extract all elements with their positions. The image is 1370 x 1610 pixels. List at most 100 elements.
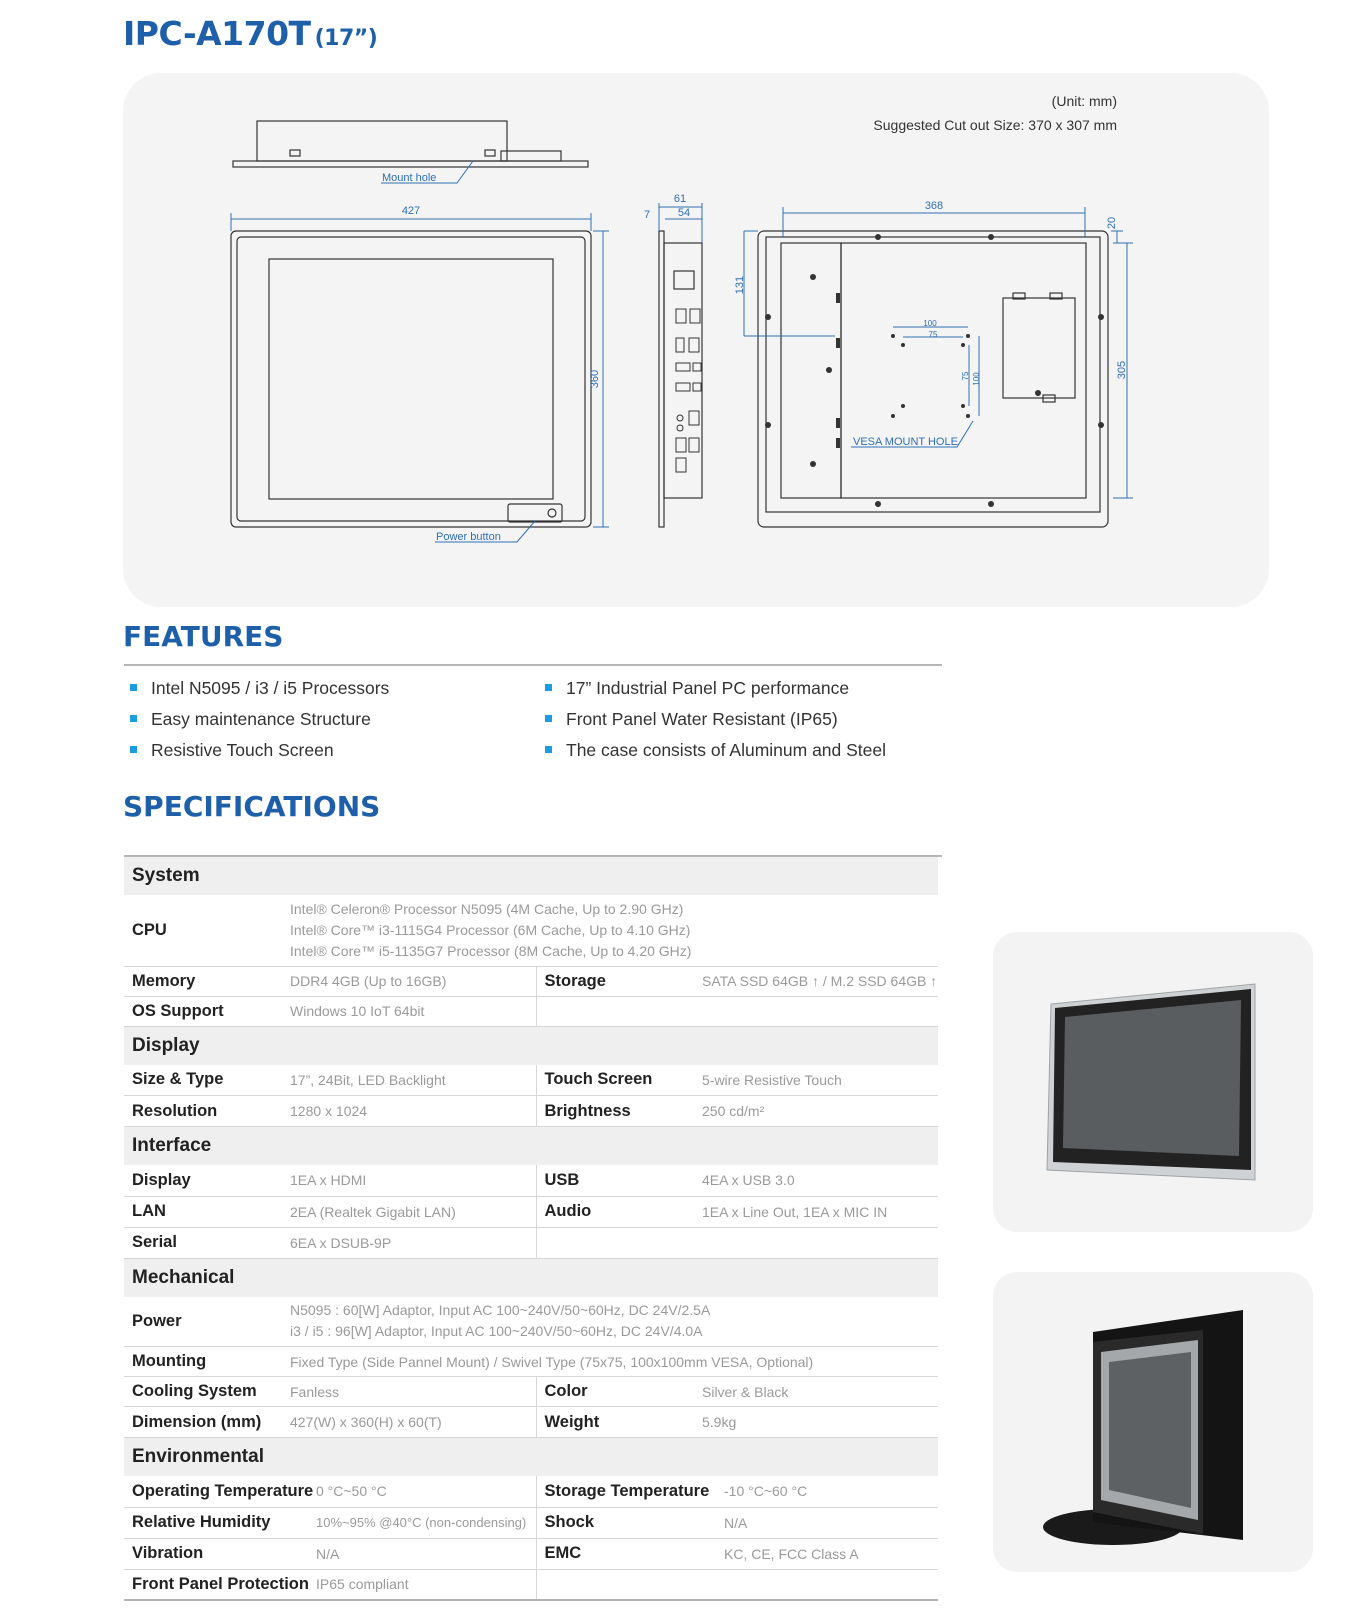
spec-value: Fixed Type (Side Pannel Mount) / Swivel … (282, 1346, 939, 1377)
spec-label: Vibration (124, 1538, 282, 1570)
model-name: IPC-A170T (123, 14, 311, 53)
dim-depth-total: 61 (674, 193, 686, 205)
features-heading: FEATURES (123, 620, 284, 653)
feature-item: Easy maintenance Structure (130, 709, 371, 730)
spec-label: Shock (536, 1507, 694, 1539)
model-size: (17”) (314, 26, 378, 51)
spec-category: Mechanical (124, 1258, 939, 1297)
spec-label: Weight (536, 1406, 694, 1438)
bullet-icon (545, 745, 552, 753)
spec-value: 10%~95% @40°C (non-condensing) (282, 1507, 537, 1539)
spec-label: Cooling System (124, 1376, 282, 1407)
spec-label: Mounting (124, 1346, 282, 1377)
spec-value: 0 °C~50 °C (282, 1476, 537, 1508)
dim-rear-width: 368 (925, 200, 943, 212)
bullet-icon (130, 745, 137, 753)
specs-rule (124, 855, 942, 857)
specifications-table: System CPU Intel® Celeron® Processor N50… (124, 857, 939, 1601)
unit-label: (Unit: mm) (1051, 93, 1117, 109)
bullet-icon (545, 683, 552, 691)
label-power-button: Power button (436, 531, 501, 543)
unit-note: (Unit: mm) Suggested Cut out Size: 370 x… (873, 89, 1117, 137)
spec-label: Brightness (536, 1095, 694, 1127)
dim-vesa-100h: 100 (923, 319, 937, 328)
product-photo-side (993, 1272, 1313, 1572)
spec-value: 6EA x DSUB-9P (282, 1227, 537, 1259)
spec-value: IP65 compliant (282, 1569, 537, 1601)
spec-value: 5.9kg (694, 1406, 939, 1438)
dim-vesa-100v: 100 (972, 372, 981, 386)
dim-vesa-75h: 75 (929, 330, 938, 339)
feature-item: Intel N5095 / i3 / i5 Processors (130, 678, 389, 699)
spec-value: 427(W) x 360(H) x 60(T) (282, 1406, 537, 1438)
spec-value: 1280 x 1024 (282, 1095, 537, 1127)
dimension-drawing: (Unit: mm) Suggested Cut out Size: 370 x… (123, 73, 1269, 607)
feature-item: 17” Industrial Panel PC performance (545, 678, 849, 699)
spec-label: Power (124, 1296, 282, 1347)
spec-label: Resolution (124, 1095, 282, 1127)
spec-value: N/A (282, 1538, 537, 1570)
spec-label: OS Support (124, 996, 282, 1027)
spec-label: Audio (536, 1196, 694, 1228)
technical-drawing-svg: 427 360 61 54 7 368 20 305 131 100 75 75… (230, 120, 1133, 543)
spec-label: USB (536, 1165, 694, 1197)
spec-label: LAN (124, 1196, 282, 1228)
product-photo-front (993, 932, 1313, 1232)
specifications-heading: SPECIFICATIONS (123, 790, 381, 823)
spec-value: 1EA x Line Out, 1EA x MIC IN (694, 1196, 939, 1228)
spec-value: Windows 10 IoT 64bit (282, 996, 537, 1027)
spec-label: Relative Humidity (124, 1507, 282, 1539)
page-title: IPC-A170T(17”) (123, 14, 378, 53)
dim-bezel: 7 (644, 209, 650, 221)
dim-width: 427 (402, 205, 420, 217)
spec-label: Storage (536, 966, 694, 997)
spec-category: Environmental (124, 1437, 939, 1476)
spec-label: Dimension (mm) (124, 1406, 282, 1438)
spec-label: Serial (124, 1227, 282, 1259)
dim-rear-top: 20 (1106, 217, 1118, 229)
bullet-icon (130, 683, 137, 691)
dim-vesa-75v: 75 (961, 371, 970, 380)
dim-rear-side: 131 (734, 276, 746, 294)
bullet-icon (545, 714, 552, 722)
dim-height: 360 (589, 370, 601, 388)
spec-value: N/A (694, 1507, 939, 1539)
spec-value-cpu: Intel® Celeron® Processor N5095 (4M Cach… (282, 895, 939, 967)
spec-value: 1EA x HDMI (282, 1165, 537, 1197)
spec-label: Memory (124, 966, 282, 997)
cutout-label: Suggested Cut out Size: 370 x 307 mm (873, 117, 1117, 133)
feature-item: The case consists of Aluminum and Steel (545, 740, 886, 761)
spec-label: Storage Temperature (536, 1476, 709, 1508)
dim-depth-body: 54 (678, 207, 690, 219)
label-mount-hole: Mount hole (382, 172, 436, 184)
spec-value: -10 °C~60 °C (694, 1476, 939, 1508)
label-vesa: VESA MOUNT HOLE (853, 436, 958, 448)
spec-label: Color (536, 1376, 694, 1407)
spec-value: KC, CE, FCC Class A (694, 1538, 939, 1570)
spec-label: Display (124, 1165, 282, 1197)
dim-rear-height: 305 (1116, 361, 1128, 379)
spec-label: CPU (124, 895, 282, 967)
spec-category: Display (124, 1026, 939, 1065)
spec-value: 250 cd/m² (694, 1095, 939, 1127)
spec-label: Size & Type (124, 1064, 282, 1096)
spec-value-power: N5095 : 60[W] Adaptor, Input AC 100~240V… (282, 1296, 939, 1347)
spec-value: SATA SSD 64GB ↑ / M.2 SSD 64GB ↑ (694, 966, 939, 997)
spec-label: Operating Temperature (124, 1476, 313, 1508)
spec-label: EMC (536, 1538, 694, 1570)
spec-value: 5-wire Resistive Touch (694, 1064, 939, 1096)
spec-value: 2EA (Realtek Gigabit LAN) (282, 1196, 537, 1228)
feature-item: Front Panel Water Resistant (IP65) (545, 709, 838, 730)
bullet-icon (130, 714, 137, 722)
spec-value: 17”, 24Bit, LED Backlight (282, 1064, 537, 1096)
feature-item: Resistive Touch Screen (130, 740, 334, 761)
spec-value: 4EA x USB 3.0 (694, 1165, 939, 1197)
spec-value: DDR4 4GB (Up to 16GB) (282, 966, 537, 997)
spec-label: Front Panel Protection (124, 1569, 309, 1601)
spec-label: Touch Screen (536, 1064, 694, 1096)
spec-category: System (124, 857, 939, 895)
features-rule (124, 664, 942, 666)
spec-category: Interface (124, 1126, 939, 1165)
spec-value: Silver & Black (694, 1376, 939, 1407)
spec-value: Fanless (282, 1376, 537, 1407)
